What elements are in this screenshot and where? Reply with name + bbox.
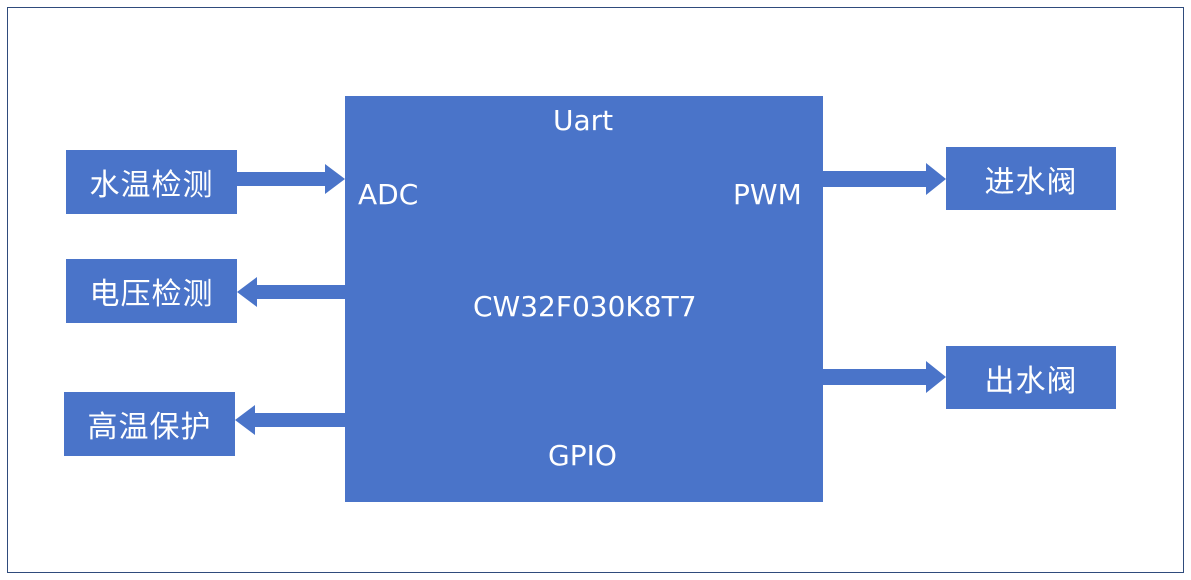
mcu-name-label: CW32F030K8T7	[473, 290, 697, 323]
port-pwm-label: PWM	[733, 178, 802, 211]
arrow-mcu-to-high-temp	[235, 405, 345, 435]
block-voltage-detect: 电压检测	[66, 259, 237, 323]
port-uart-label: Uart	[553, 104, 614, 137]
mcu-block: Uart ADC PWM CW32F030K8T7 GPIO	[345, 96, 823, 502]
port-gpio-label: GPIO	[548, 439, 617, 472]
block-inlet-valve: 进水阀	[946, 147, 1116, 210]
block-water-temp-detect: 水温检测	[66, 150, 237, 214]
arrow-mcu-to-outlet-valve	[823, 361, 946, 393]
port-adc-label: ADC	[358, 178, 419, 211]
arrow-mcu-to-voltage	[237, 277, 345, 307]
arrow-mcu-to-inlet-valve	[823, 163, 946, 195]
block-outlet-valve: 出水阀	[946, 346, 1116, 409]
block-high-temp-protect: 高温保护	[64, 392, 235, 456]
arrow-water-temp-to-mcu	[237, 164, 345, 194]
